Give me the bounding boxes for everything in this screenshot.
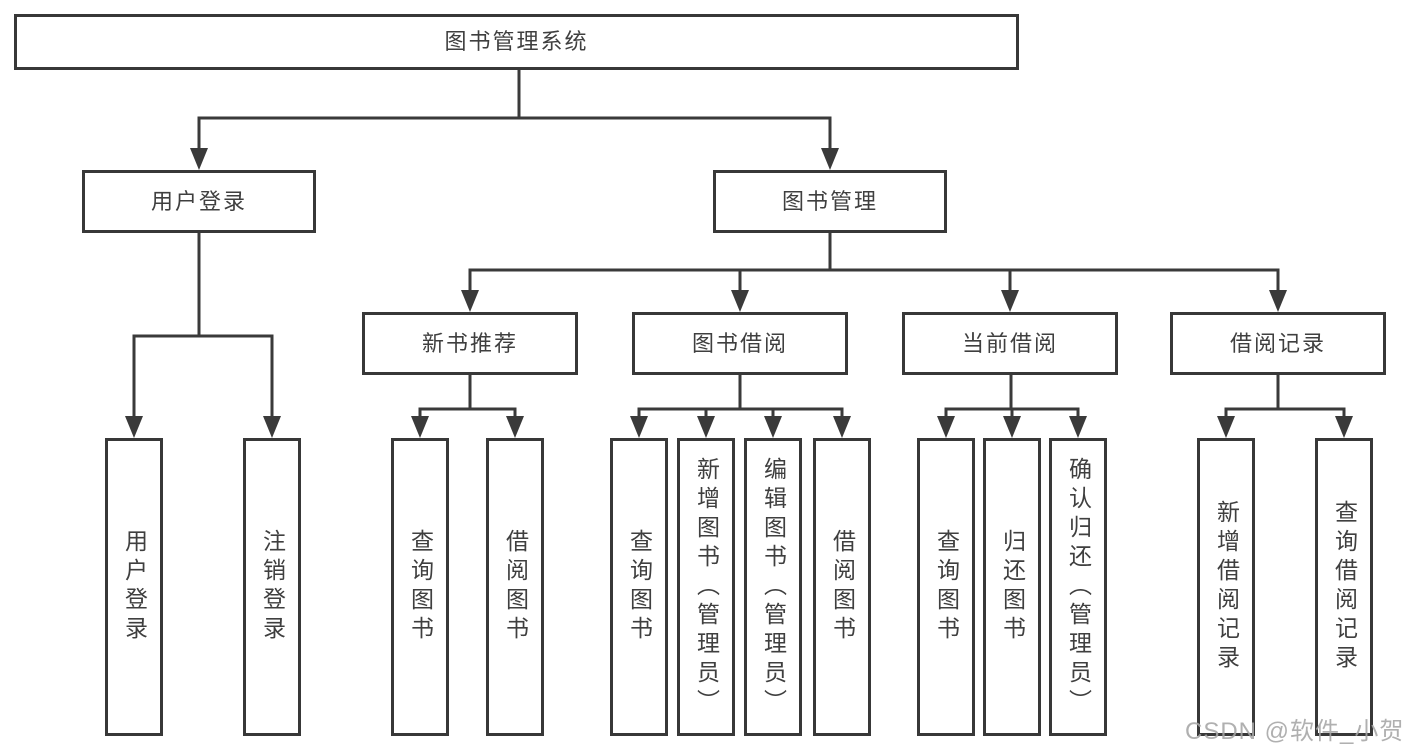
node-book-borrow: 图书借阅	[632, 312, 848, 375]
node-new-book-rec: 新书推荐	[362, 312, 578, 375]
leaf-edit-book: 编辑图书（管理员）	[744, 438, 802, 736]
node-user-login: 用户登录	[82, 170, 316, 233]
leaf-query-record: 查询借阅记录	[1315, 438, 1373, 736]
leaf-query-book-2: 查询图书	[610, 438, 668, 736]
leaf-borrow-book-2: 借阅图书	[813, 438, 871, 736]
leaf-confirm-return: 确认归还（管理员）	[1049, 438, 1107, 736]
connector-borrow-record-children	[1217, 375, 1353, 438]
node-book-mgmt: 图书管理	[713, 170, 947, 233]
leaf-logout: 注销登录	[243, 438, 301, 736]
leaf-add-book: 新增图书（管理员）	[677, 438, 735, 736]
node-borrow-record: 借阅记录	[1170, 312, 1386, 375]
connector-book-mgmt-children	[461, 233, 1287, 312]
connector-book-borrow-children	[630, 375, 851, 438]
leaf-add-record: 新增借阅记录	[1197, 438, 1255, 736]
connector-root-to-level1	[190, 70, 839, 170]
node-current-borrow: 当前借阅	[902, 312, 1118, 375]
leaf-query-book-1: 查询图书	[391, 438, 449, 736]
connector-new-book-rec-children	[411, 375, 524, 438]
csdn-watermark: CSDN @软件_小贺同学	[1185, 718, 1405, 745]
leaf-borrow-book-1: 借阅图书	[486, 438, 544, 736]
node-root: 图书管理系统	[14, 14, 1019, 70]
connector-current-borrow-children	[937, 375, 1087, 438]
leaf-user-login: 用户登录	[105, 438, 163, 736]
leaf-query-book-3: 查询图书	[917, 438, 975, 736]
connector-user-login-children	[125, 233, 281, 438]
leaf-return-book: 归还图书	[983, 438, 1041, 736]
